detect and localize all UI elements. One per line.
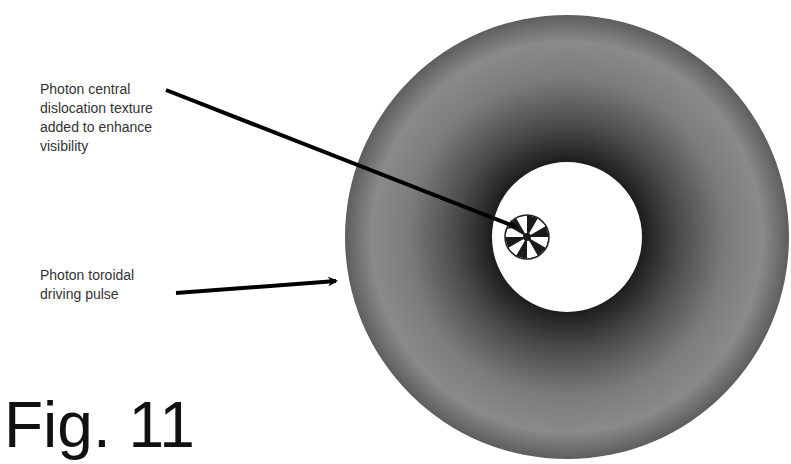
leader-arrow — [176, 281, 336, 293]
toroidal-pulse — [345, 15, 789, 459]
callout-label: Photon toroidal driving pulse — [40, 266, 170, 304]
figure-caption: Fig. 11 — [4, 392, 195, 458]
callout-label: Photon central dislocation texture added… — [40, 80, 190, 156]
leader-arrow — [166, 90, 516, 227]
dislocation-sphere — [500, 210, 554, 264]
